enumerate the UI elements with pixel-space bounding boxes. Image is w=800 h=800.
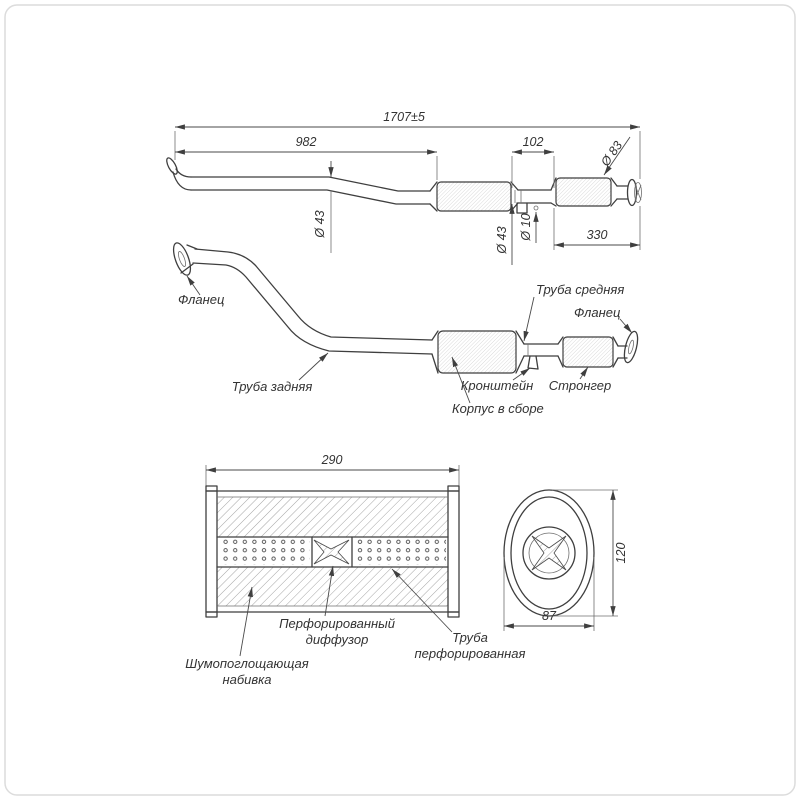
assembly-rear-flange: [623, 330, 639, 364]
diffuser-label-line1: Перфорированный: [279, 616, 395, 631]
pipe-end-outer: [522, 526, 576, 580]
end-view-geometry: [503, 489, 595, 617]
dim-102-label: 102: [523, 135, 544, 149]
shell-outline-outer: [503, 489, 595, 617]
sheet-border: [4, 4, 796, 796]
bracket-profile: [516, 202, 528, 214]
dim-120: 120: [552, 489, 628, 617]
label-padding: Шумопоглощающая набивка: [185, 586, 309, 687]
diffuser-end-cross: [531, 535, 567, 571]
dim-d43-right: Ø 43: [495, 204, 515, 265]
dim-d43-right-label: Ø 43: [495, 226, 509, 254]
dim-102: 102: [511, 135, 555, 188]
dim-87: 87: [503, 557, 595, 631]
pipe-end-inner: [528, 532, 570, 574]
middle-pipe: [517, 189, 552, 204]
dim-330: 330: [553, 206, 641, 250]
middle-pipe-label: Труба средняя: [536, 282, 624, 297]
rear-pipe-bottom: [192, 262, 433, 355]
dim-d10-label: Ø 10: [519, 213, 533, 241]
assembly-middle-pipe: [523, 343, 559, 357]
padding-label-line1: Шумопоглощающая: [185, 656, 308, 671]
end-view: 120 87: [503, 489, 628, 631]
exhaust-pipe-profile: [166, 157, 642, 214]
assembly-geometry: [172, 242, 639, 374]
front-pipe-end: [175, 168, 192, 178]
label-rear-pipe: Труба задняя: [232, 352, 329, 394]
stronger-body: [555, 177, 612, 207]
body-assembly-label: Корпус в сборе: [452, 401, 544, 416]
dim-120-label: 120: [614, 543, 628, 564]
side-view: 1707±5 982 102 Ø 83 Ø 43 Ø 43: [166, 110, 642, 265]
label-bracket: Кронштейн: [461, 367, 534, 393]
front-flange: [166, 157, 178, 175]
label-flange-right: Фланец: [574, 305, 633, 334]
label-body-assembly: Корпус в сборе: [451, 356, 544, 416]
bracket-label: Кронштейн: [461, 378, 534, 393]
rear-pipe-top: [194, 248, 433, 341]
dim-total-label: 1707±5: [383, 110, 425, 124]
label-flange-left: Фланец: [178, 275, 224, 307]
label-stronger: Стронгер: [549, 366, 611, 393]
dim-290: 290: [205, 453, 460, 488]
assembly-bracket: [527, 355, 539, 370]
muffler-shell: [205, 490, 460, 613]
dim-d43-left-label: Ø 43: [313, 210, 327, 238]
padding-bottom: [217, 567, 448, 606]
section-view: 290 Перфори: [185, 453, 525, 687]
front-pipe-top: [190, 176, 431, 192]
assembly-stronger: [562, 336, 614, 368]
flange-left-label: Фланец: [178, 292, 224, 307]
muffler-section: [205, 485, 460, 618]
dim-87-label: 87: [542, 609, 557, 623]
padding-top: [217, 497, 448, 537]
dim-d10: Ø 10: [519, 212, 539, 243]
label-perforated-pipe: Труба перфорированная: [391, 568, 526, 661]
padding-label-line2: набивка: [222, 672, 271, 687]
diffuser-cone: [313, 539, 350, 565]
rear-flange: [626, 178, 638, 207]
muffler-body: [437, 330, 517, 374]
assembly-view: Фланец Труба задняя Труба средняя Фланец…: [172, 242, 639, 416]
dim-330-label: 330: [587, 228, 608, 242]
label-diffuser: Перфорированный диффузор: [279, 565, 395, 647]
perforation-right: [354, 539, 446, 565]
perforation-left: [220, 539, 310, 565]
dim-d83: Ø 83: [598, 136, 631, 176]
resonator-body: [436, 181, 512, 212]
assembly-front-flange: [172, 242, 192, 276]
perforated-pipe-label-line2: перфорированная: [415, 646, 526, 661]
front-pipe-bottom: [190, 189, 431, 205]
dim-d83-label: Ø 83: [598, 139, 626, 170]
dim-982-label: 982: [296, 135, 317, 149]
dim-982: 982: [175, 135, 438, 180]
perforated-pipe-label-line1: Труба: [452, 630, 488, 645]
flange-right-label: Фланец: [574, 305, 620, 320]
dim-d43-left: Ø 43: [313, 161, 334, 253]
label-middle-pipe: Труба средняя: [523, 282, 624, 342]
dim-total-length: 1707±5: [174, 110, 641, 179]
dim-290-label: 290: [321, 453, 343, 467]
rear-pipe-label: Труба задняя: [232, 379, 313, 394]
bracket-rod: [533, 205, 539, 211]
stronger-label: Стронгер: [549, 378, 611, 393]
diffuser-label-line2: диффузор: [306, 632, 369, 647]
shell-outline-inner: [510, 496, 588, 610]
